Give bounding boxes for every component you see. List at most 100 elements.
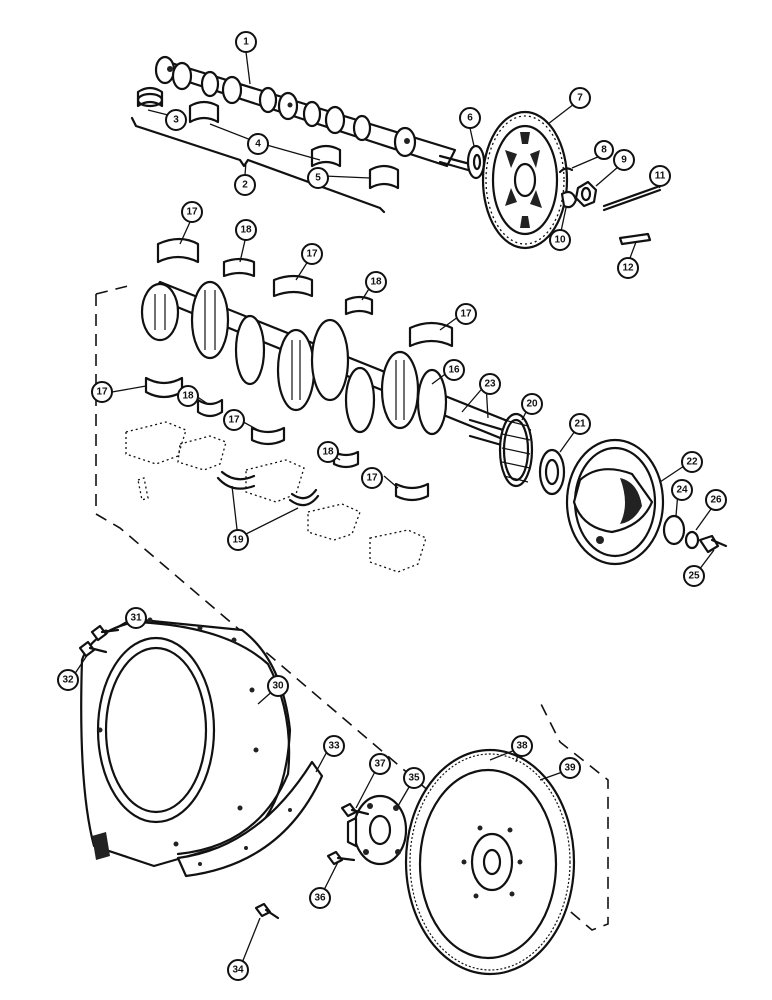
retaining-bolt bbox=[602, 184, 662, 212]
callout-4-label: 4 bbox=[255, 139, 261, 150]
callout-38: 38 bbox=[511, 735, 533, 757]
callout-8-label: 8 bbox=[601, 145, 607, 156]
thrust-washer-half-b bbox=[288, 488, 320, 507]
bearing-insert-upper-3 bbox=[272, 274, 314, 298]
callout-30: 30 bbox=[267, 675, 289, 697]
callout-11-label: 11 bbox=[655, 171, 666, 182]
callout-8: 8 bbox=[594, 140, 614, 160]
housing-bolt-31 bbox=[90, 624, 120, 642]
bearing-insert-lower-5 bbox=[394, 482, 430, 502]
bushing-bracket bbox=[130, 116, 386, 214]
pulley-bolt bbox=[698, 534, 728, 554]
callout-17-b: 17 bbox=[301, 243, 323, 265]
cam-bushing-4b bbox=[310, 144, 342, 168]
pulley-lock-washer bbox=[684, 530, 700, 550]
callout-17-d-label: 17 bbox=[96, 387, 108, 398]
callout-30-label: 30 bbox=[272, 681, 284, 692]
callout-7: 7 bbox=[569, 87, 591, 109]
callout-18-a-label: 18 bbox=[240, 225, 252, 236]
callout-35-label: 35 bbox=[408, 773, 420, 784]
cover-bolt bbox=[254, 902, 280, 920]
crankshaft-gear bbox=[498, 412, 534, 488]
callout-31: 31 bbox=[125, 607, 147, 629]
bearing-insert-lower-2 bbox=[196, 398, 224, 418]
housing-bolt-32 bbox=[78, 640, 108, 658]
callout-21-label: 21 bbox=[574, 419, 586, 430]
callout-16: 16 bbox=[443, 359, 465, 381]
callout-20-label: 20 bbox=[526, 399, 538, 410]
callout-21: 21 bbox=[569, 413, 591, 435]
adapter-bolt-36 bbox=[326, 850, 356, 866]
bearing-insert-lower-4 bbox=[332, 450, 360, 469]
camshaft bbox=[154, 55, 472, 172]
adapter-bolt-37 bbox=[340, 802, 370, 818]
callout-32-label: 32 bbox=[62, 675, 74, 686]
group-boundary bbox=[95, 294, 609, 931]
callout-20: 20 bbox=[521, 393, 543, 415]
bearing-insert-upper-2 bbox=[222, 257, 256, 278]
lock-washer bbox=[560, 190, 578, 209]
thrust-washer bbox=[466, 144, 486, 180]
callout-9: 9 bbox=[613, 149, 635, 171]
callout-18-b: 18 bbox=[365, 271, 387, 293]
callout-17-e-label: 17 bbox=[228, 415, 240, 426]
callout-23-label: 23 bbox=[484, 379, 496, 390]
flywheel-housing bbox=[80, 617, 292, 868]
callout-16-label: 16 bbox=[448, 365, 460, 376]
callout-2: 2 bbox=[234, 174, 256, 196]
callout-6: 6 bbox=[459, 107, 481, 129]
callout-1-label: 1 bbox=[243, 37, 249, 48]
callout-7-label: 7 bbox=[577, 93, 583, 104]
bearing-insert-upper-4 bbox=[344, 295, 374, 316]
callout-38-label: 38 bbox=[516, 741, 528, 752]
cam-gear bbox=[481, 110, 569, 250]
callout-3: 3 bbox=[165, 109, 187, 131]
callout-5-label: 5 bbox=[315, 173, 321, 184]
callout-2-label: 2 bbox=[242, 180, 248, 191]
callout-18-c-label: 18 bbox=[182, 391, 194, 402]
callout-36: 36 bbox=[309, 887, 331, 909]
callout-24: 24 bbox=[671, 479, 693, 501]
cam-bushing-5 bbox=[368, 164, 400, 190]
cover-plate bbox=[176, 760, 324, 878]
bearing-insert-lower-3 bbox=[250, 426, 286, 446]
callout-9-label: 9 bbox=[621, 155, 627, 166]
callout-34-label: 34 bbox=[232, 965, 244, 976]
oil-seal bbox=[538, 448, 566, 496]
bearing-insert-lower-1 bbox=[144, 376, 184, 399]
callout-6-label: 6 bbox=[467, 113, 473, 124]
cam-bushing-3 bbox=[136, 86, 164, 108]
callout-10: 10 bbox=[549, 229, 571, 251]
callout-10-label: 10 bbox=[554, 235, 566, 246]
thrust-washer-half-a bbox=[216, 470, 256, 490]
callout-4: 4 bbox=[247, 133, 269, 155]
callout-12: 12 bbox=[617, 257, 639, 279]
callout-11: 11 bbox=[649, 165, 671, 187]
callout-17-e: 17 bbox=[223, 409, 245, 431]
callout-17-a-label: 17 bbox=[186, 207, 198, 218]
callout-34: 34 bbox=[227, 959, 249, 981]
callout-22-label: 22 bbox=[686, 457, 698, 468]
callout-39-label: 39 bbox=[564, 763, 576, 774]
callout-25-label: 25 bbox=[688, 571, 700, 582]
callout-26: 26 bbox=[705, 489, 727, 511]
callout-18-a: 18 bbox=[235, 219, 257, 241]
callout-39: 39 bbox=[559, 757, 581, 779]
callout-33: 33 bbox=[323, 735, 345, 757]
flywheel bbox=[404, 748, 576, 976]
crankshaft bbox=[140, 280, 532, 454]
callout-32: 32 bbox=[57, 669, 79, 691]
pulley-washer bbox=[662, 514, 686, 546]
dowel-pin bbox=[618, 232, 652, 246]
callout-17-c: 17 bbox=[455, 303, 477, 325]
callout-22: 22 bbox=[681, 451, 703, 473]
callout-35: 35 bbox=[403, 767, 425, 789]
bearing-insert-upper-1 bbox=[156, 237, 200, 264]
callout-18-c: 18 bbox=[177, 385, 199, 407]
callout-5: 5 bbox=[307, 167, 329, 189]
callout-17-f-label: 17 bbox=[366, 473, 378, 484]
callout-17-b-label: 17 bbox=[306, 249, 318, 260]
callout-17-f: 17 bbox=[361, 467, 383, 489]
callout-26-label: 26 bbox=[710, 495, 722, 506]
